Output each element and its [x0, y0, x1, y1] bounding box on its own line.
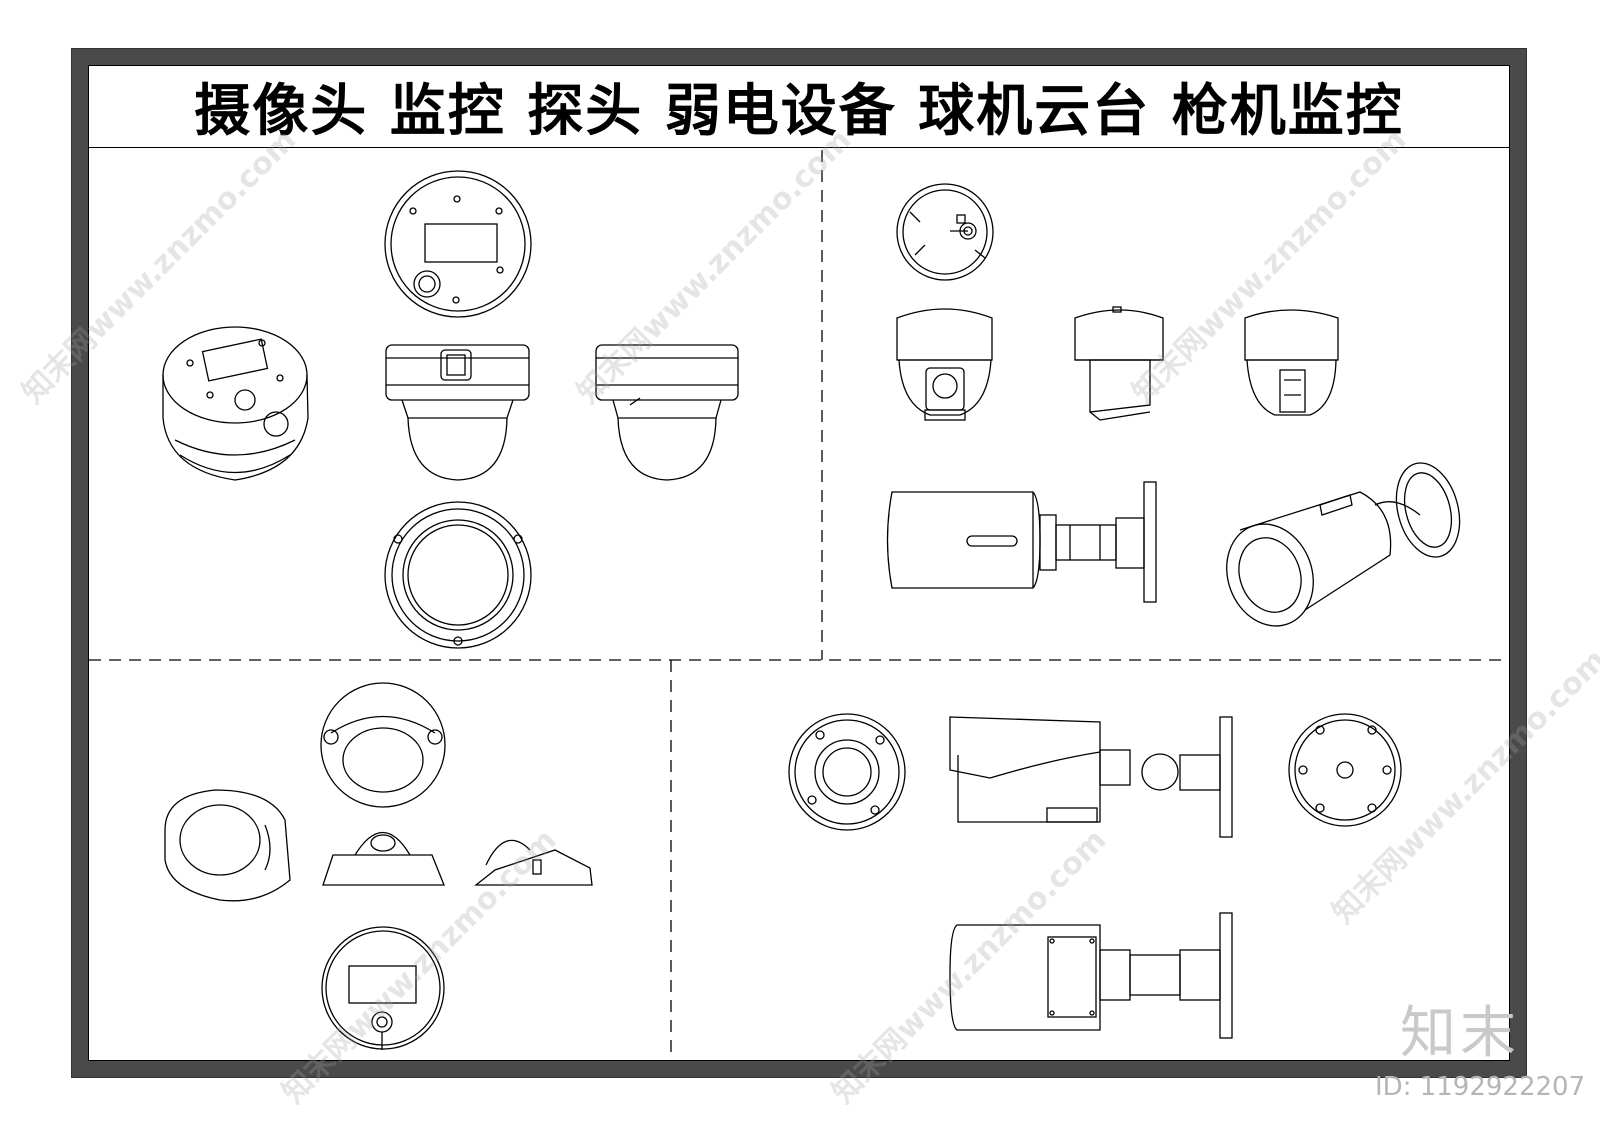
- title-bar: 摄像头 监控 探头 弱电设备 球机云台 枪机监控: [88, 66, 1510, 148]
- bullet-orthographic-views: [788, 713, 1402, 1039]
- ptz-and-bullet-views: [886, 183, 1461, 627]
- watermark-logo: 知末: [1400, 1001, 1520, 1066]
- dome-front-view: [385, 344, 530, 481]
- drawing-frame-outer: [71, 48, 1527, 1078]
- dome-base-top-view: [384, 170, 532, 318]
- bullet-front-view: [788, 713, 906, 831]
- panel-dividers: [89, 150, 1509, 1060]
- bullet-elevation-view: [949, 716, 1233, 838]
- mini-dome-views: [164, 682, 593, 1050]
- mini-dome-isometric-view: [164, 789, 291, 902]
- ptz-front-view: [896, 308, 993, 421]
- mini-dome-top-view: [320, 682, 446, 808]
- drawing-frame-border: [72, 49, 1526, 1077]
- dome-camera-views: [162, 170, 739, 649]
- page-title: 摄像头 监控 探头 弱电设备 球机云台 枪机监控: [194, 79, 1404, 144]
- bullet-plan-view: [949, 912, 1233, 1039]
- bullet-isometric-view: [1226, 462, 1461, 627]
- mini-dome-bottom-view: [321, 926, 445, 1050]
- dome-bottom-view: [384, 501, 532, 649]
- dome-isometric-view: [162, 326, 309, 481]
- mini-dome-side-view: [474, 839, 593, 886]
- dome-side-view: [595, 344, 739, 481]
- bullet-side-view: [886, 481, 1157, 603]
- bullet-mount-back-view: [1288, 713, 1402, 827]
- ptz-side-view: [1074, 306, 1164, 421]
- ptz-base-top-view: [896, 183, 994, 281]
- mini-dome-front-view: [322, 831, 445, 886]
- watermark-id: ID: 1192922207: [1375, 1072, 1586, 1102]
- drawing-sheet: [88, 65, 1510, 1061]
- ptz-back-view: [1244, 309, 1339, 416]
